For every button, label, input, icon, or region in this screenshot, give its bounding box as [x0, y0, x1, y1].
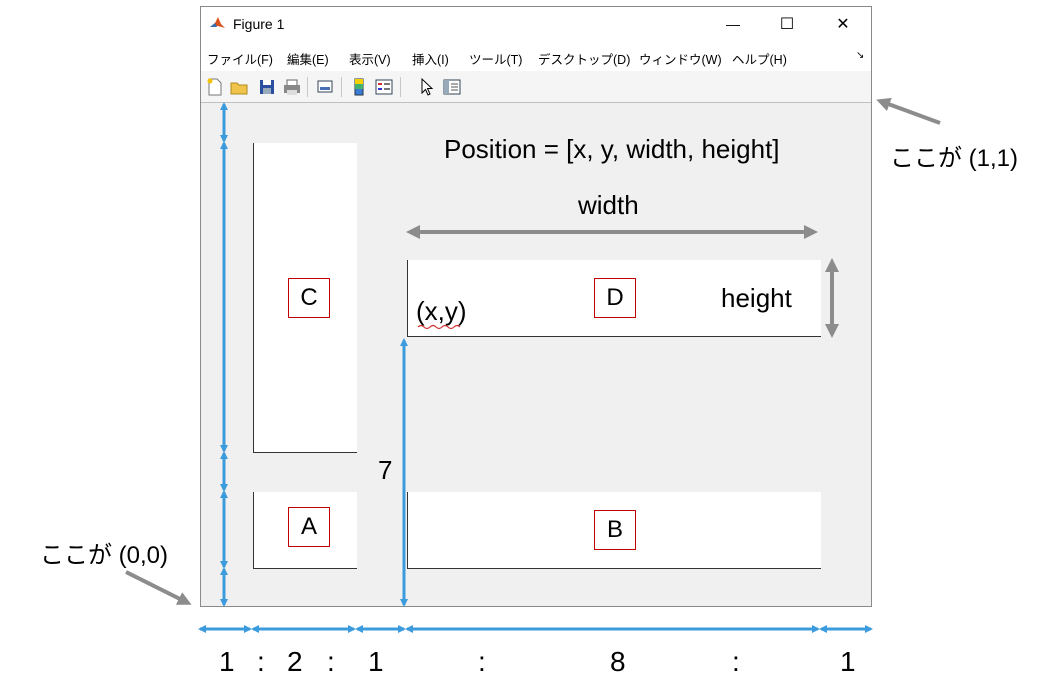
menu-bar: ファイル(F) 編集(E) 表示(V) 挿入(I) ツール(T) デスクトップ(…: [201, 41, 871, 71]
print-icon[interactable]: [282, 77, 302, 97]
close-button[interactable]: ✕: [816, 7, 870, 41]
legend-icon[interactable]: [374, 77, 394, 97]
corner-label: ここが (1,1): [890, 145, 1019, 172]
menu-desktop[interactable]: デスクトップ(D): [538, 53, 631, 67]
toolbar-separator: [400, 77, 401, 97]
menu-view[interactable]: 表示(V): [349, 53, 391, 67]
ratio-part: 2: [287, 646, 303, 677]
menu-tools[interactable]: ツール(T): [469, 53, 523, 67]
menu-help[interactable]: ヘルプ(H): [732, 53, 787, 67]
undock-icon[interactable]: ↘: [856, 50, 865, 61]
toolbar-separator: [341, 77, 342, 97]
ratio-part: 1: [840, 646, 856, 677]
open-file-icon[interactable]: [229, 77, 249, 97]
menu-insert[interactable]: 挿入(I): [412, 53, 449, 67]
edit-plot-arrow-icon[interactable]: [417, 77, 437, 97]
ratio-part: :: [478, 646, 486, 677]
height-label: height: [721, 283, 792, 313]
maximize-button[interactable]: ☐: [760, 7, 814, 41]
axes-a-label: A: [288, 507, 330, 547]
axes-d-label: D: [594, 278, 636, 318]
title-bar: Figure 1 — ☐ ✕: [201, 7, 871, 41]
corner-pointer-arrow: [876, 97, 941, 125]
ratio-part: 1: [368, 646, 384, 677]
origin-label: ここが (0,0): [40, 542, 169, 569]
menu-window[interactable]: ウィンドウ(W): [639, 53, 722, 67]
ratio-part: 1: [219, 646, 235, 677]
ratio-part: 8: [610, 646, 626, 677]
origin-pointer-arrow: [125, 570, 192, 605]
axes-b-label: B: [594, 510, 636, 550]
width-label: width: [578, 190, 639, 220]
axes-c-label: C: [288, 278, 330, 318]
window-title: Figure 1: [233, 16, 285, 32]
property-inspector-icon[interactable]: [442, 77, 462, 97]
colorbar-icon[interactable]: [349, 77, 369, 97]
close-icon: ✕: [836, 16, 850, 33]
save-icon[interactable]: [257, 77, 277, 97]
ratio-part: :: [327, 646, 335, 677]
ratio-part: :: [257, 646, 265, 677]
minimize-icon: —: [726, 16, 740, 32]
menu-edit[interactable]: 編集(E): [287, 53, 329, 67]
menu-file[interactable]: ファイル(F): [207, 53, 273, 67]
seven-label: 7: [378, 455, 393, 485]
minimize-button[interactable]: —: [706, 7, 760, 41]
link-plot-icon[interactable]: [315, 77, 335, 97]
position-formula: Position = [x, y, width, height]: [444, 134, 780, 164]
xy-label: (x,y): [416, 296, 467, 326]
new-figure-icon[interactable]: [205, 77, 225, 97]
ratio-part: :: [732, 646, 740, 677]
toolbar-separator: [307, 77, 308, 97]
matlab-logo-icon: [209, 15, 226, 32]
spellcheck-underline: [417, 324, 461, 330]
figure-window: Figure 1 — ☐ ✕ ファイル(F) 編集(E) 表示(V) 挿入(I)…: [200, 6, 872, 607]
toolbar: [201, 71, 871, 103]
maximize-icon: ☐: [779, 16, 795, 33]
